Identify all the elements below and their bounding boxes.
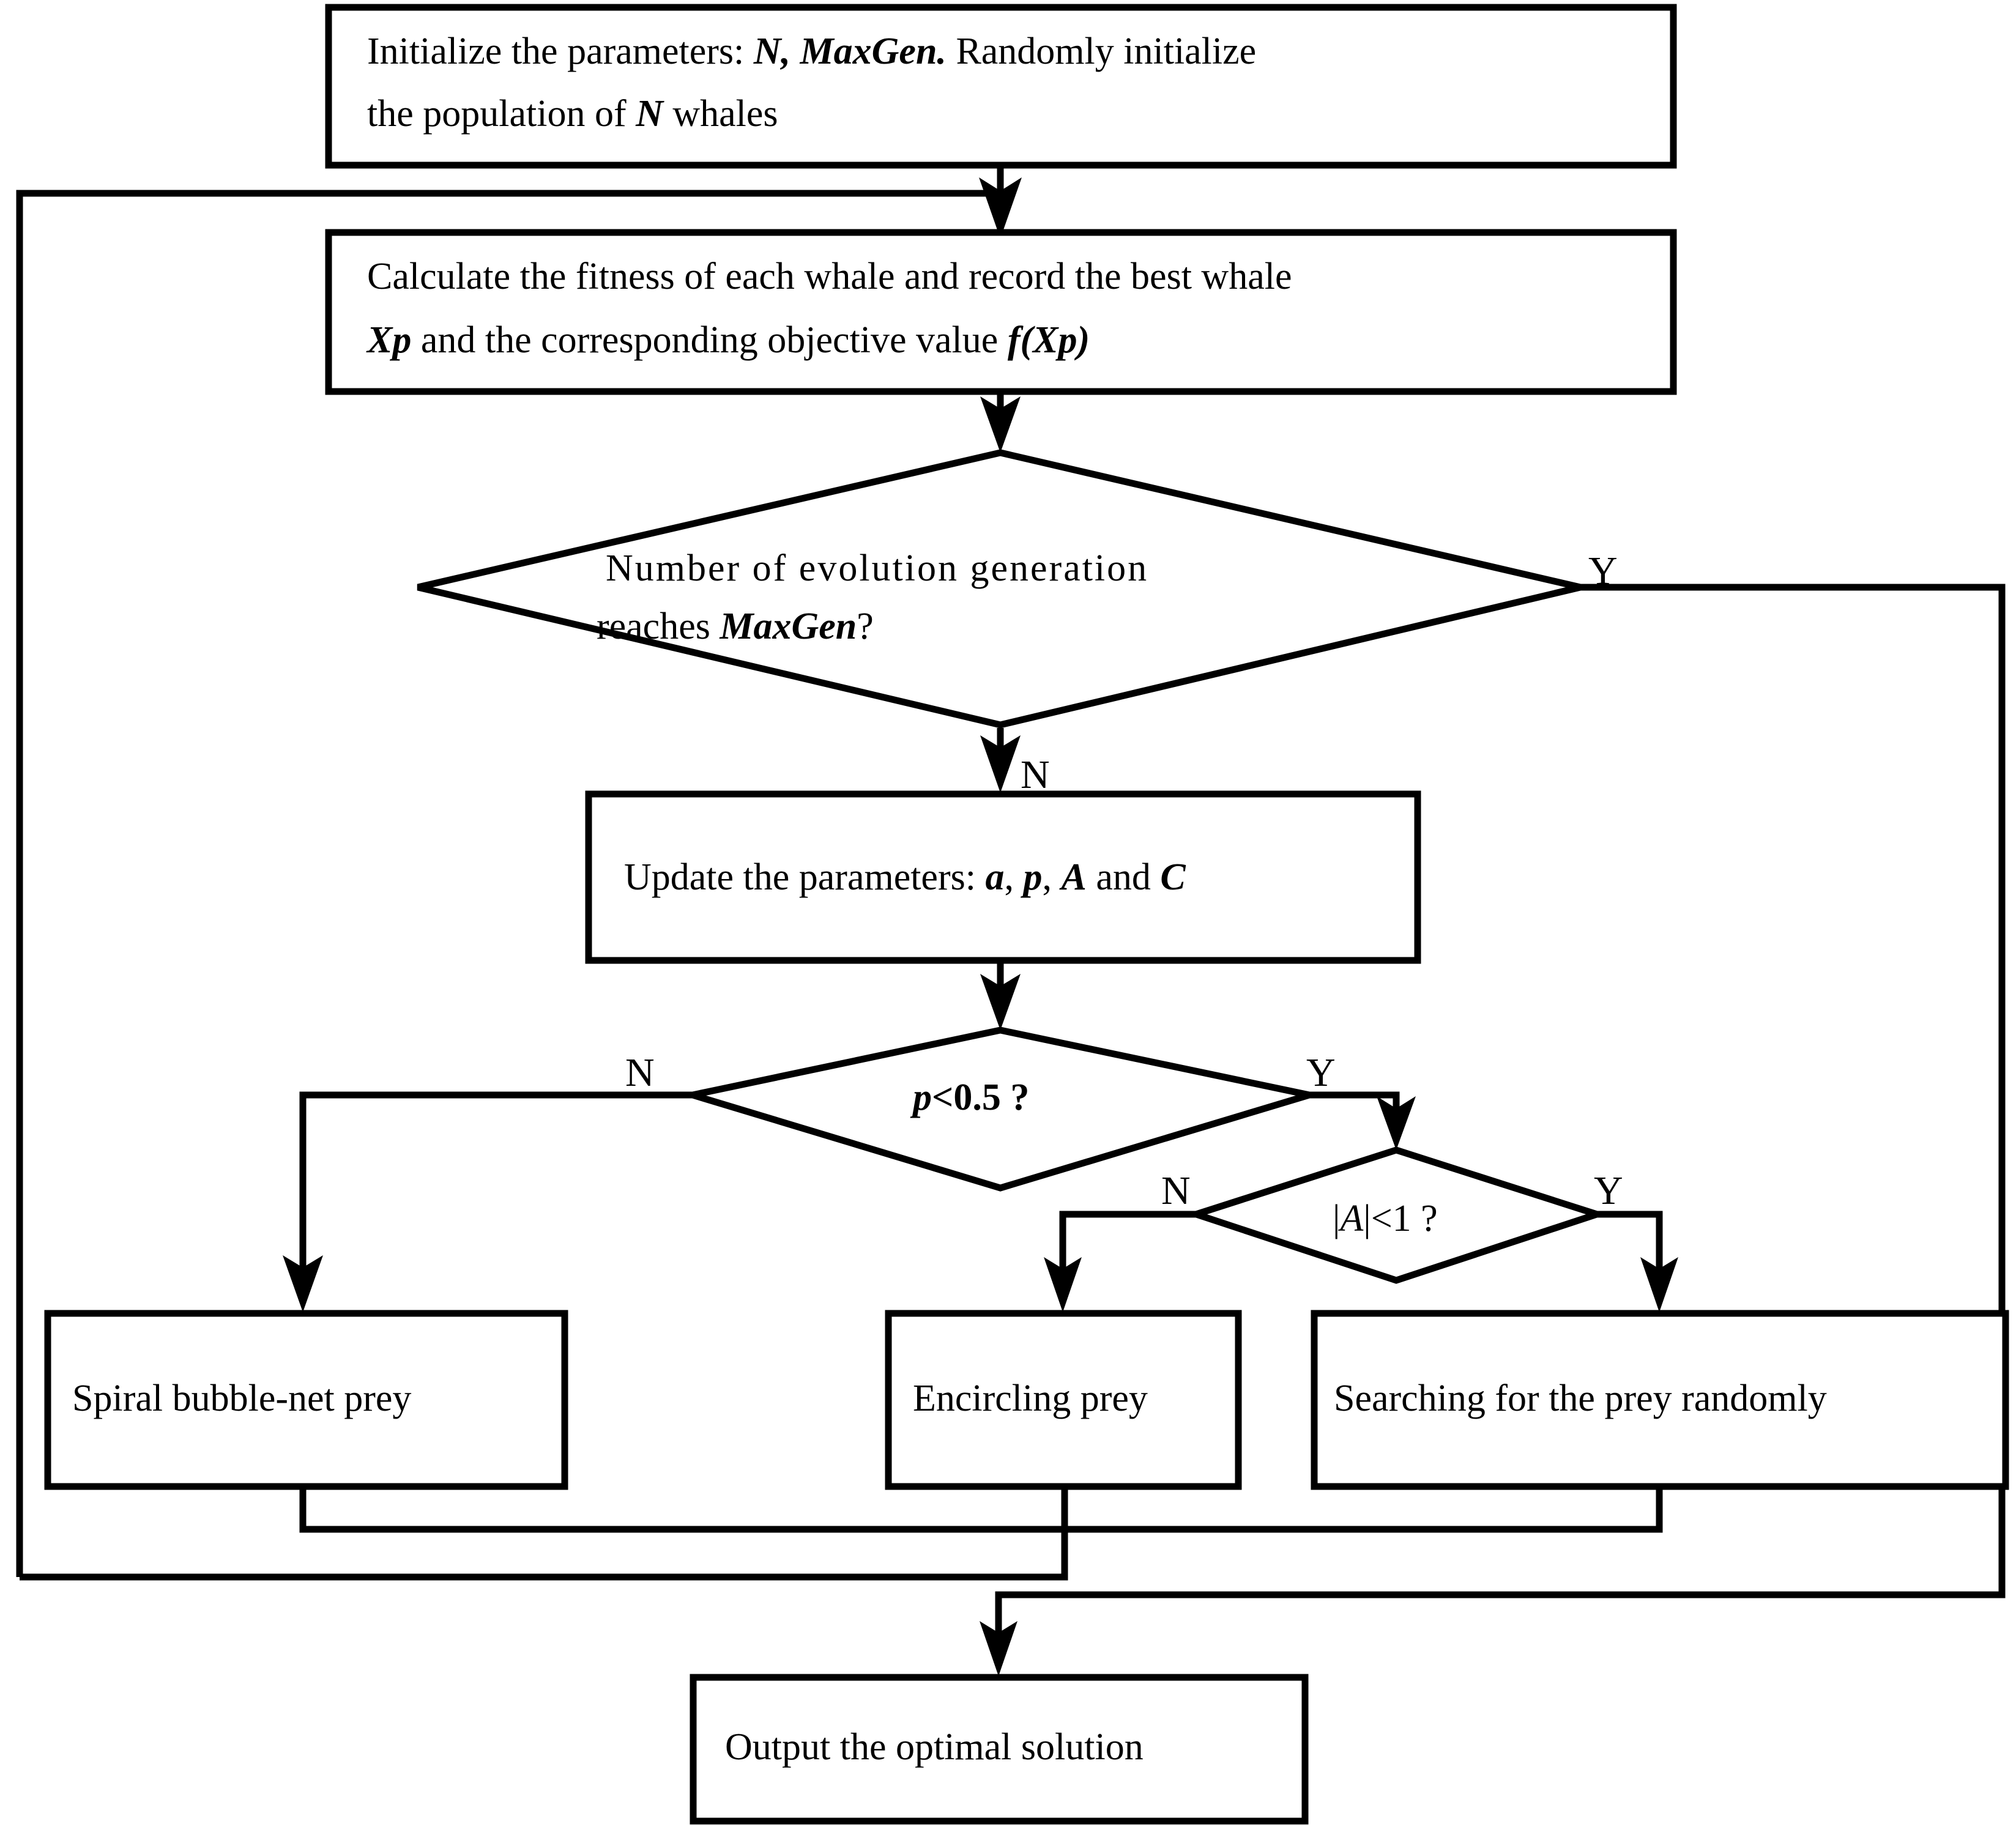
branch-label-maxgen-no: N [1021, 752, 1050, 797]
node-output-optimal-solution[interactable]: Output the optimal solution [690, 1674, 1309, 1825]
edge-loop-back-to-fitness [16, 177, 1022, 1577]
node-spiral-bubble-net-prey[interactable]: Spiral bubble-net prey [44, 1310, 568, 1490]
branch-label-maxgen-yes: Y [1588, 549, 1618, 593]
node-check-maxgen-line2: reaches MaxGen? [597, 606, 874, 647]
node-check-p[interactable]: p<0.5 ? [691, 1026, 1311, 1192]
node-check-a-text: |A|<1 ? [1333, 1198, 1438, 1239]
node-spiral-text: Spiral bubble-net prey [72, 1378, 411, 1419]
edge-fitness-to-check-maxgen [980, 392, 1021, 453]
edge-encircling-to-loop [20, 1486, 1068, 1581]
node-check-maxgen-line1: Number of evolution generation [606, 547, 1148, 589]
node-searching-text: Searching for the prey randomly [1334, 1378, 1827, 1419]
edge-check-a-no-to-encircling [1044, 1211, 1196, 1312]
node-check-maxgen[interactable]: Number of evolution generation reaches M… [417, 449, 1582, 729]
branch-label-a-no: N [1161, 1168, 1191, 1213]
node-check-a[interactable]: |A|<1 ? [1185, 1146, 1608, 1284]
edge-searching-to-loop [1065, 1486, 1663, 1533]
branch-label-p-no: N [625, 1050, 655, 1095]
node-update-parameters[interactable]: Update the parameters: a, p, A and C [585, 790, 1421, 964]
branch-label-p-yes: Y [1306, 1050, 1336, 1095]
node-initialize-line2: the population of N whales [367, 93, 778, 135]
edge-check-maxgen-no-to-update [980, 728, 1021, 793]
node-check-p-text: p<0.5 ? [910, 1077, 1029, 1118]
node-encircling-text: Encircling prey [913, 1378, 1148, 1419]
node-output-text: Output the optimal solution [725, 1726, 1144, 1768]
edge-check-p-yes-to-check-a [1309, 1091, 1416, 1150]
edge-spiral-to-loop [299, 1486, 1065, 1533]
node-update-parameters-text: Update the parameters: a, p, A and C [624, 856, 1186, 898]
edge-check-p-no-to-spiral [283, 1091, 693, 1312]
node-encircling-prey[interactable]: Encircling prey [885, 1310, 1242, 1490]
node-fitness-line1: Calculate the fitness of each whale and … [367, 256, 1292, 297]
node-initialize[interactable]: Initialize the parameters: N, MaxGen. Ra… [325, 4, 1677, 169]
node-searching-prey-randomly[interactable]: Searching for the prey randomly [1311, 1310, 2009, 1490]
edge-check-maxgen-yes-to-output [980, 584, 2006, 1676]
edge-check-a-yes-to-searching [1597, 1211, 1678, 1312]
node-fitness-line2: Xp and the corresponding objective value… [366, 319, 1090, 361]
node-calculate-fitness[interactable]: Calculate the fitness of each whale and … [325, 229, 1677, 395]
edge-update-to-check-p [980, 960, 1021, 1030]
node-initialize-line1: Initialize the parameters: N, MaxGen. Ra… [367, 31, 1256, 72]
branch-label-a-yes: Y [1594, 1168, 1623, 1213]
